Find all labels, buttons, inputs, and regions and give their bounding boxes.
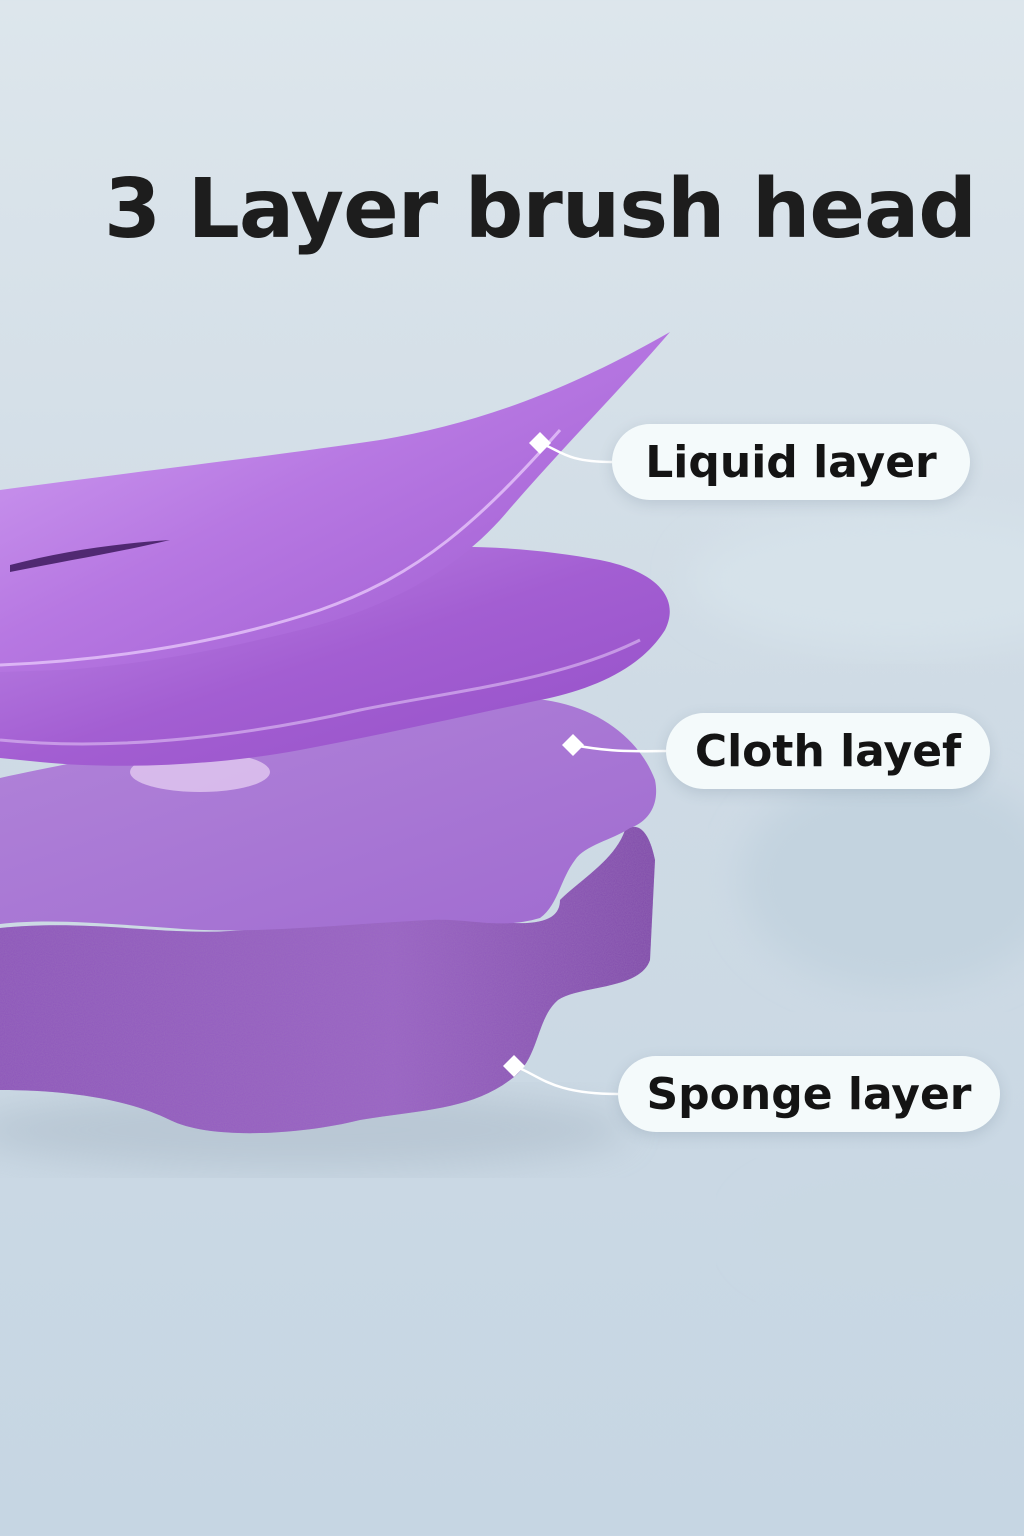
leader-line-sponge	[513, 1064, 619, 1096]
sponge-side-texture	[0, 826, 655, 1134]
sponge-layer-callout: Sponge layer	[618, 1056, 1000, 1132]
diagram-title: 3 Layer brush head	[104, 162, 977, 257]
anchor-diamond-liquid	[529, 432, 551, 454]
background-cloud	[740, 770, 1024, 990]
anchor-diamond-cloth	[562, 734, 584, 756]
liquid-edge	[0, 429, 562, 667]
liquid-layer	[0, 332, 670, 672]
cloth-layer-callout: Cloth layef	[666, 713, 990, 789]
anchor-diamond-sponge	[503, 1055, 525, 1077]
cloth-layer	[0, 546, 670, 766]
cloth-edge	[0, 638, 641, 746]
liquid-layer-callout: Liquid layer	[612, 424, 970, 500]
liquid-slot	[10, 540, 170, 572]
background-cloud	[750, 1170, 1024, 1290]
background-cloud	[690, 510, 1024, 650]
